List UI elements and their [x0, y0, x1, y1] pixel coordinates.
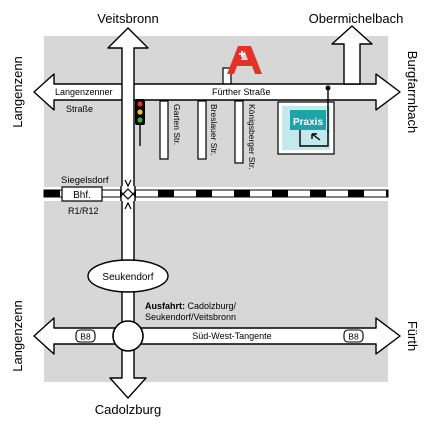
exit-line-2: Seukendorf/Veitsbronn [145, 312, 236, 322]
street-breslauer: Breslauer Str. [209, 104, 219, 156]
direction-northeast: Obermichelbach [309, 11, 404, 26]
exit-heading: Ausfahrt: [145, 301, 185, 311]
road-sued-west-tangente [33, 317, 401, 355]
level-crossing [120, 186, 136, 201]
street-tangente: Süd-West-Tangente [192, 331, 271, 341]
pharmacy-icon [227, 46, 262, 74]
praxis-label: Praxis [293, 117, 323, 128]
road-north-south [107, 27, 149, 399]
direction-west-lower: Langenzenn [10, 300, 25, 372]
station-place: Siegelsdorf [61, 175, 109, 186]
b8-badge-right: B8 [343, 329, 364, 343]
arrow-up-to-crossing [124, 201, 132, 210]
street-garten: Garten Str. [172, 104, 182, 145]
b8-badge-left: B8 [75, 329, 96, 343]
svg-text:B8: B8 [348, 332, 359, 342]
station-box [61, 186, 103, 202]
station-label: Bhf. [73, 190, 91, 201]
street-koenigsberger: Königsberger Str. [247, 104, 257, 170]
road-further-strasse [33, 73, 401, 111]
svg-text:B8: B8 [80, 332, 91, 342]
seukendorf-marker [87, 259, 169, 293]
direction-north: Veitsbronn [97, 11, 158, 26]
street-langenzenner-2: Straße [66, 104, 93, 114]
direction-east-lower: Fürth [405, 321, 420, 351]
street-langenzenner: Langenzenner [55, 87, 113, 97]
direction-west-upper: Langenzenn [10, 56, 25, 128]
direction-south: Cadolzburg [95, 402, 162, 417]
direction-east-upper: Burgfarrnbach [405, 51, 420, 133]
road-obermichelbach [331, 25, 373, 85]
station-lines: R1/R12 [68, 206, 99, 216]
street-further: Fürther Straße [212, 87, 271, 97]
railway [43, 189, 389, 198]
seukendorf-label: Seukendorf [102, 272, 153, 283]
praxis-icon [277, 85, 335, 155]
exit-line-1: Ausfahrt: Cadolzburg/ [145, 301, 237, 311]
roundabout-icon [112, 320, 144, 352]
traffic-light-icon [135, 99, 145, 146]
exit-line1-rest: Cadolzburg/ [185, 301, 237, 311]
arrow-down-to-crossing [124, 179, 132, 188]
